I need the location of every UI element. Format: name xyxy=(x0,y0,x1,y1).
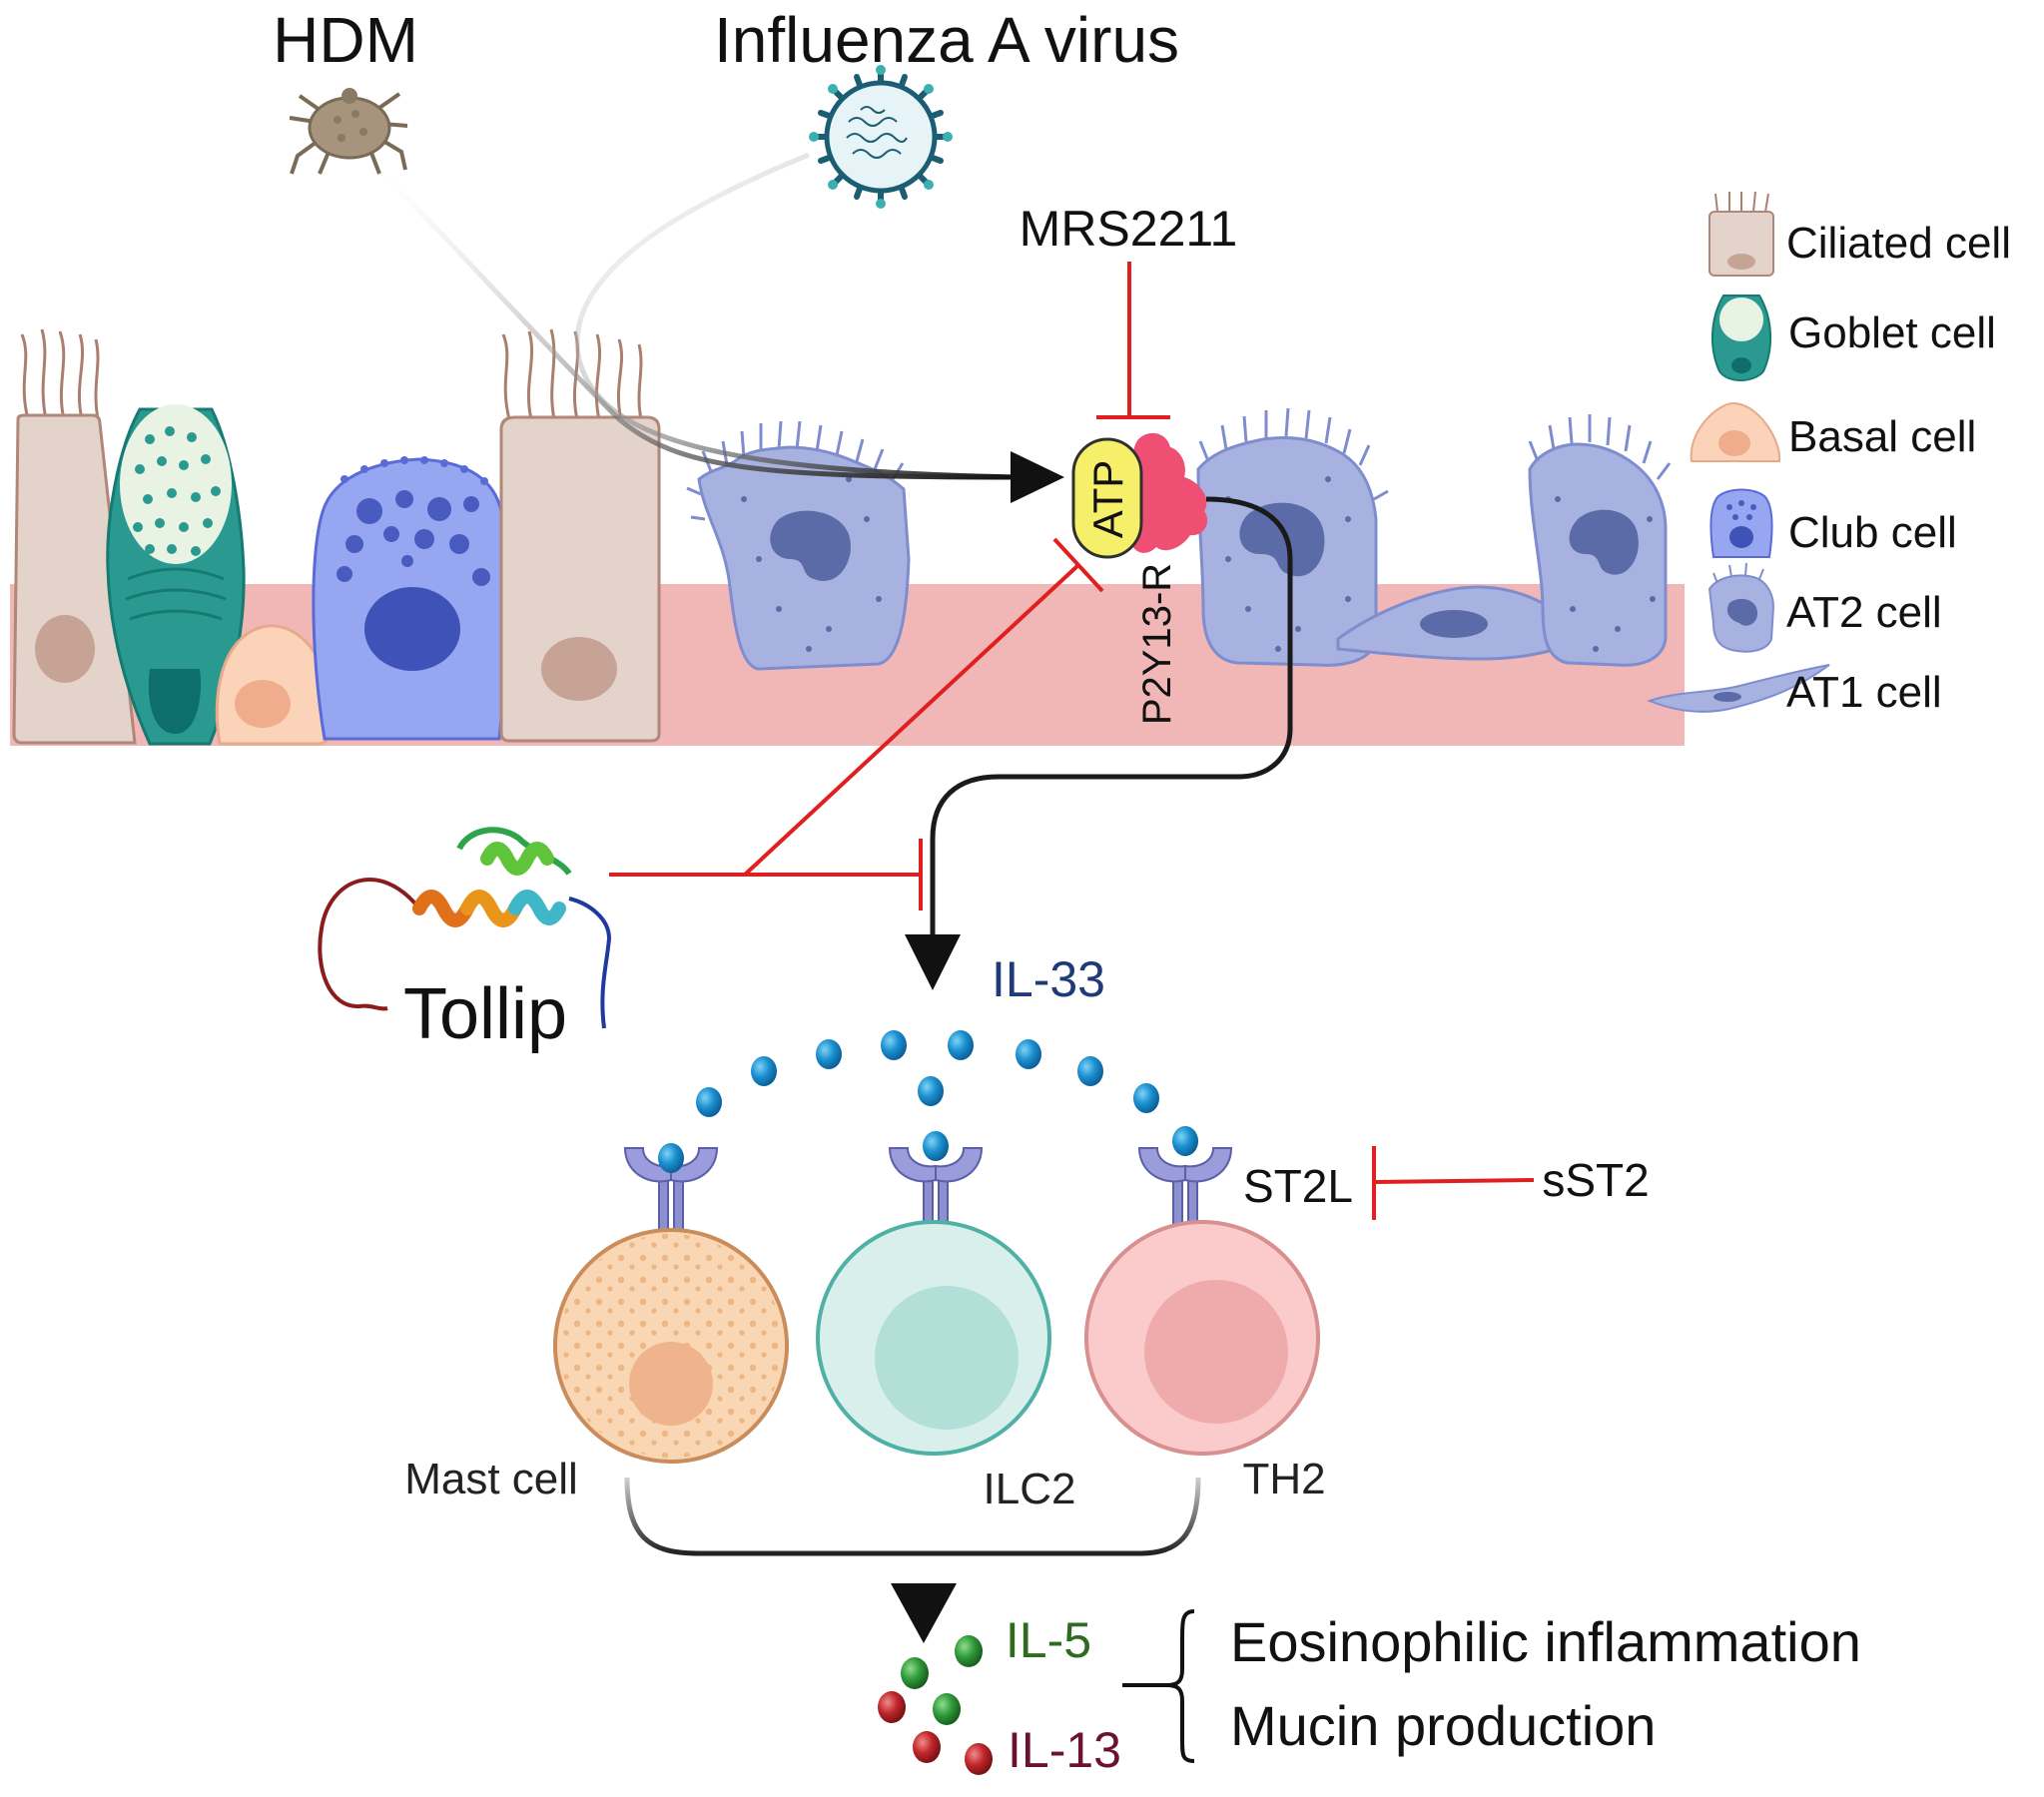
st2l-receptor xyxy=(888,1131,984,1235)
arrowhead-to-atp xyxy=(1011,451,1064,503)
arrowhead-to-cytokines xyxy=(891,1583,957,1643)
outcome-brace xyxy=(1122,1609,1195,1763)
il5-label: IL-5 xyxy=(1006,1612,1091,1668)
legend-label: AT1 cell xyxy=(1786,668,1942,717)
ciliated-cell-icon xyxy=(1708,191,1774,277)
legend-label: AT2 cell xyxy=(1786,588,1942,637)
il13-label: IL-13 xyxy=(1008,1722,1121,1778)
goblet-cell-icon xyxy=(1711,295,1771,381)
st2l-receptor xyxy=(623,1143,719,1235)
legend: Ciliated cell Goblet cell Basal cell Clu… xyxy=(1647,191,2011,717)
outcome-mucin: Mucin production xyxy=(1230,1694,1656,1757)
ilc2-label: ILC2 xyxy=(984,1465,1076,1513)
legend-label: Basal cell xyxy=(1788,412,1976,461)
ciliated-cell xyxy=(12,328,137,745)
signal-arrow-to-il33 xyxy=(930,496,1293,938)
il5-particles xyxy=(901,1635,983,1725)
tollip-inhibition-bar-atp xyxy=(1052,537,1104,593)
tollip-label: Tollip xyxy=(403,974,567,1054)
th2-label: TH2 xyxy=(1242,1455,1325,1503)
at2-cell xyxy=(686,420,911,671)
th2-cell xyxy=(1084,1220,1320,1456)
th2-arrow xyxy=(924,1477,1201,1556)
legend-label: Club cell xyxy=(1788,508,1957,557)
hdm-label: HDM xyxy=(273,4,418,76)
il33-particles xyxy=(696,1030,1159,1117)
sst2-label: sST2 xyxy=(1542,1154,1649,1206)
arrowhead-to-il33 xyxy=(905,934,961,990)
at2-cell-icon xyxy=(1707,562,1775,653)
sst2-inhibition-line xyxy=(1373,1178,1535,1184)
dust-mite-icon xyxy=(289,88,408,175)
mrs2211-label: MRS2211 xyxy=(1020,201,1238,257)
at2-cell xyxy=(1528,414,1672,667)
influenza-virus-icon xyxy=(809,65,953,209)
p2y13-label: P2Y13-R xyxy=(1135,563,1179,725)
goblet-cell xyxy=(106,404,246,746)
legend-label: Goblet cell xyxy=(1788,308,1996,357)
p2y13-receptor xyxy=(1122,432,1208,553)
basal-cell-icon xyxy=(1690,401,1781,462)
ilc2-cell xyxy=(816,1220,1051,1456)
tollip-protein-icon xyxy=(318,827,612,1029)
atp-label: ATP xyxy=(1084,460,1131,539)
influenza-label: Influenza A virus xyxy=(714,4,1179,76)
st2l-receptor xyxy=(1137,1126,1233,1235)
il13-particles xyxy=(878,1691,993,1775)
mast-cell-arrow xyxy=(624,1477,924,1556)
st2l-label: ST2L xyxy=(1243,1160,1353,1212)
outcome-eosinophilic: Eosinophilic inflammation xyxy=(1230,1610,1861,1673)
club-cell xyxy=(312,456,509,741)
influenza-arrow xyxy=(574,152,1020,480)
atp-molecule xyxy=(1071,437,1143,559)
basal-cell xyxy=(215,624,338,746)
tollip-inhibition-line-atp xyxy=(743,563,1080,877)
at1-cell-icon xyxy=(1647,664,1830,713)
hdm-arrow xyxy=(382,173,1020,480)
il33-label: IL-33 xyxy=(992,951,1105,1007)
mast-cell-label: Mast cell xyxy=(404,1455,578,1503)
club-cell-icon xyxy=(1709,488,1773,558)
mast-cell xyxy=(553,1228,789,1464)
legend-label: Ciliated cell xyxy=(1786,219,2011,268)
ciliated-cell xyxy=(499,328,661,743)
